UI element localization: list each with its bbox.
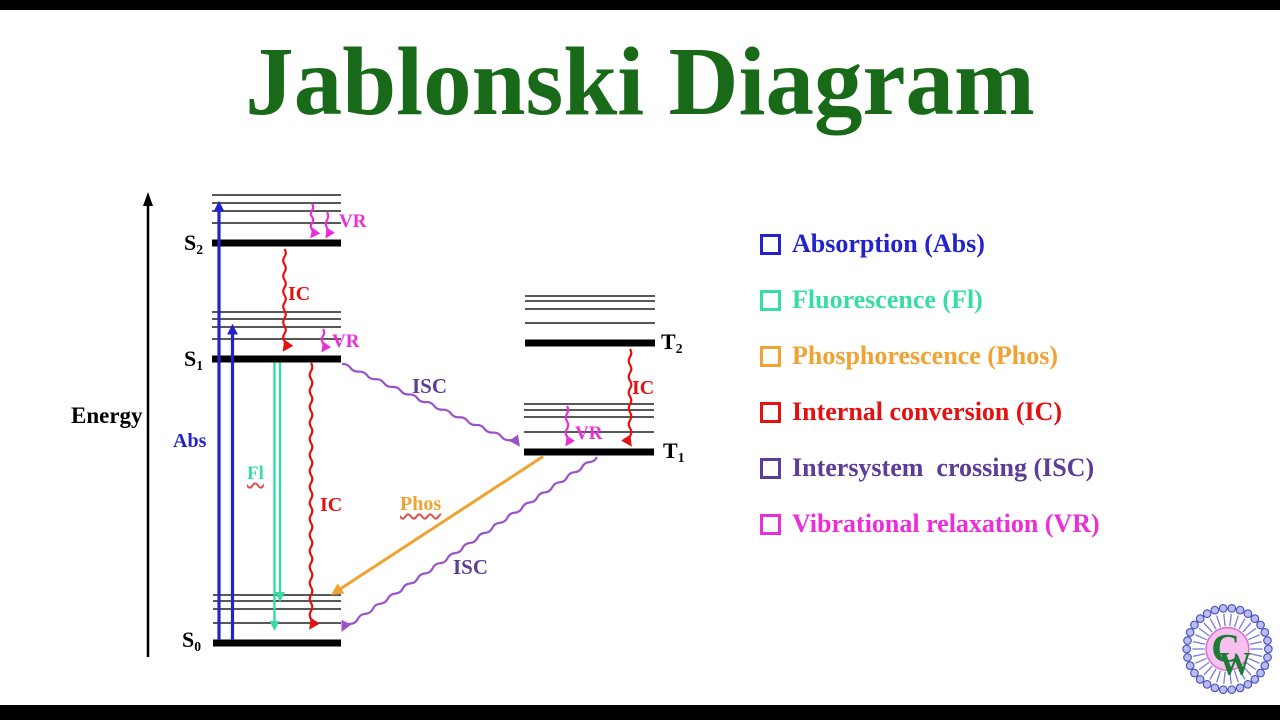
phos-arrow-label: Phos xyxy=(400,493,442,515)
state-label-s0: S0 xyxy=(182,627,201,655)
ic-arrow-s2-s1 xyxy=(282,248,294,352)
fl-arrow-label: Fl xyxy=(247,463,264,484)
legend-label: Intersystem crossing (ISC) xyxy=(792,453,1095,482)
state-subscript: 1 xyxy=(196,357,204,373)
square-bullet-icon xyxy=(760,513,781,535)
legend-label: Vibrational relaxation (VR) xyxy=(792,509,1100,538)
vr-arrow-s2-b xyxy=(324,211,335,239)
square-bullet-icon xyxy=(760,345,781,367)
legend-label: Internal conversion (IC) xyxy=(792,397,1063,426)
state-letter: S xyxy=(182,627,195,652)
legend-label: Phosphorescence (Phos) xyxy=(792,341,1059,370)
isc-arrow-label-s1-t1: ISC xyxy=(412,374,448,398)
s2-vibrational-levels xyxy=(212,194,341,224)
legend-item-absorption: Absorption (Abs) xyxy=(760,229,1100,258)
square-bullet-icon xyxy=(760,233,781,255)
ic-arrow-s1-s0 xyxy=(308,362,320,630)
page-title: Jablonski Diagram xyxy=(245,28,1035,135)
legend-label: Fluorescence (Fl) xyxy=(792,285,983,314)
logo-letter-c: C xyxy=(1211,625,1240,670)
abs-arrow-label: Abs xyxy=(173,430,207,452)
state-label-s1: S1 xyxy=(184,346,203,374)
state-letter: S xyxy=(184,230,197,255)
ic-arrow-label-s1: IC xyxy=(320,494,343,516)
vr-arrow-label-s2: VR xyxy=(339,211,367,232)
legend-item-vibrational-relaxation: Vibrational relaxation (VR) xyxy=(760,509,1100,538)
ic-arrow-t2-t1 xyxy=(621,348,633,447)
legend-item-phosphorescence: Phosphorescence (Phos) xyxy=(760,341,1100,370)
legend-item-internal-conversion: Internal conversion (IC) xyxy=(760,397,1100,426)
bottom-border-bar xyxy=(0,705,1280,720)
vr-arrow-label-s1: VR xyxy=(332,331,360,352)
vr-arrow-label-t1: VR xyxy=(575,423,603,444)
legend-label: Absorption (Abs) xyxy=(792,229,985,258)
state-subscript: 2 xyxy=(196,241,204,257)
legend-item-intersystem-crossing: Intersystem crossing (ISC) xyxy=(760,453,1100,482)
state-subscript: 2 xyxy=(675,340,683,356)
vr-arrow-t1 xyxy=(564,405,576,447)
micelle-ring-icon xyxy=(1182,603,1273,695)
top-border-bar xyxy=(0,0,1280,10)
vr-arrow-s1 xyxy=(320,328,332,353)
state-label-t1: T1 xyxy=(663,438,685,466)
state-label-s2: S2 xyxy=(184,230,203,258)
isc-arrow-s1-t1 xyxy=(341,362,520,447)
energy-axis-label: Energy xyxy=(71,403,143,428)
vr-arrow-s2-a xyxy=(309,203,321,239)
state-letter: S xyxy=(184,346,197,371)
phosphorescence-arrow-t1-s0 xyxy=(330,455,544,595)
energy-axis-arrowhead-icon xyxy=(143,192,153,206)
state-subscript: 0 xyxy=(194,638,202,654)
logo-center-circle xyxy=(1205,626,1250,672)
state-subscript: 1 xyxy=(677,449,685,465)
legend-item-fluorescence: Fluorescence (Fl) xyxy=(760,285,1100,314)
ic-arrow-label-t2: IC xyxy=(632,377,655,399)
square-bullet-icon xyxy=(760,289,781,311)
legend: Absorption (Abs) Fluorescence (Fl) Phosp… xyxy=(760,229,1100,567)
state-letter: T xyxy=(661,329,676,354)
isc-arrow-t1-s0 xyxy=(341,456,598,632)
logo-letter-w: W xyxy=(1219,646,1251,682)
ic-arrow-label-s2: IC xyxy=(288,283,311,305)
t2-vibrational-levels xyxy=(525,295,655,324)
isc-arrow-label-t1-s0: ISC xyxy=(453,555,489,579)
state-label-t2: T2 xyxy=(661,329,683,357)
square-bullet-icon xyxy=(760,457,781,479)
state-letter: T xyxy=(663,438,678,463)
square-bullet-icon xyxy=(760,401,781,423)
channel-logo: C W xyxy=(1182,603,1273,695)
